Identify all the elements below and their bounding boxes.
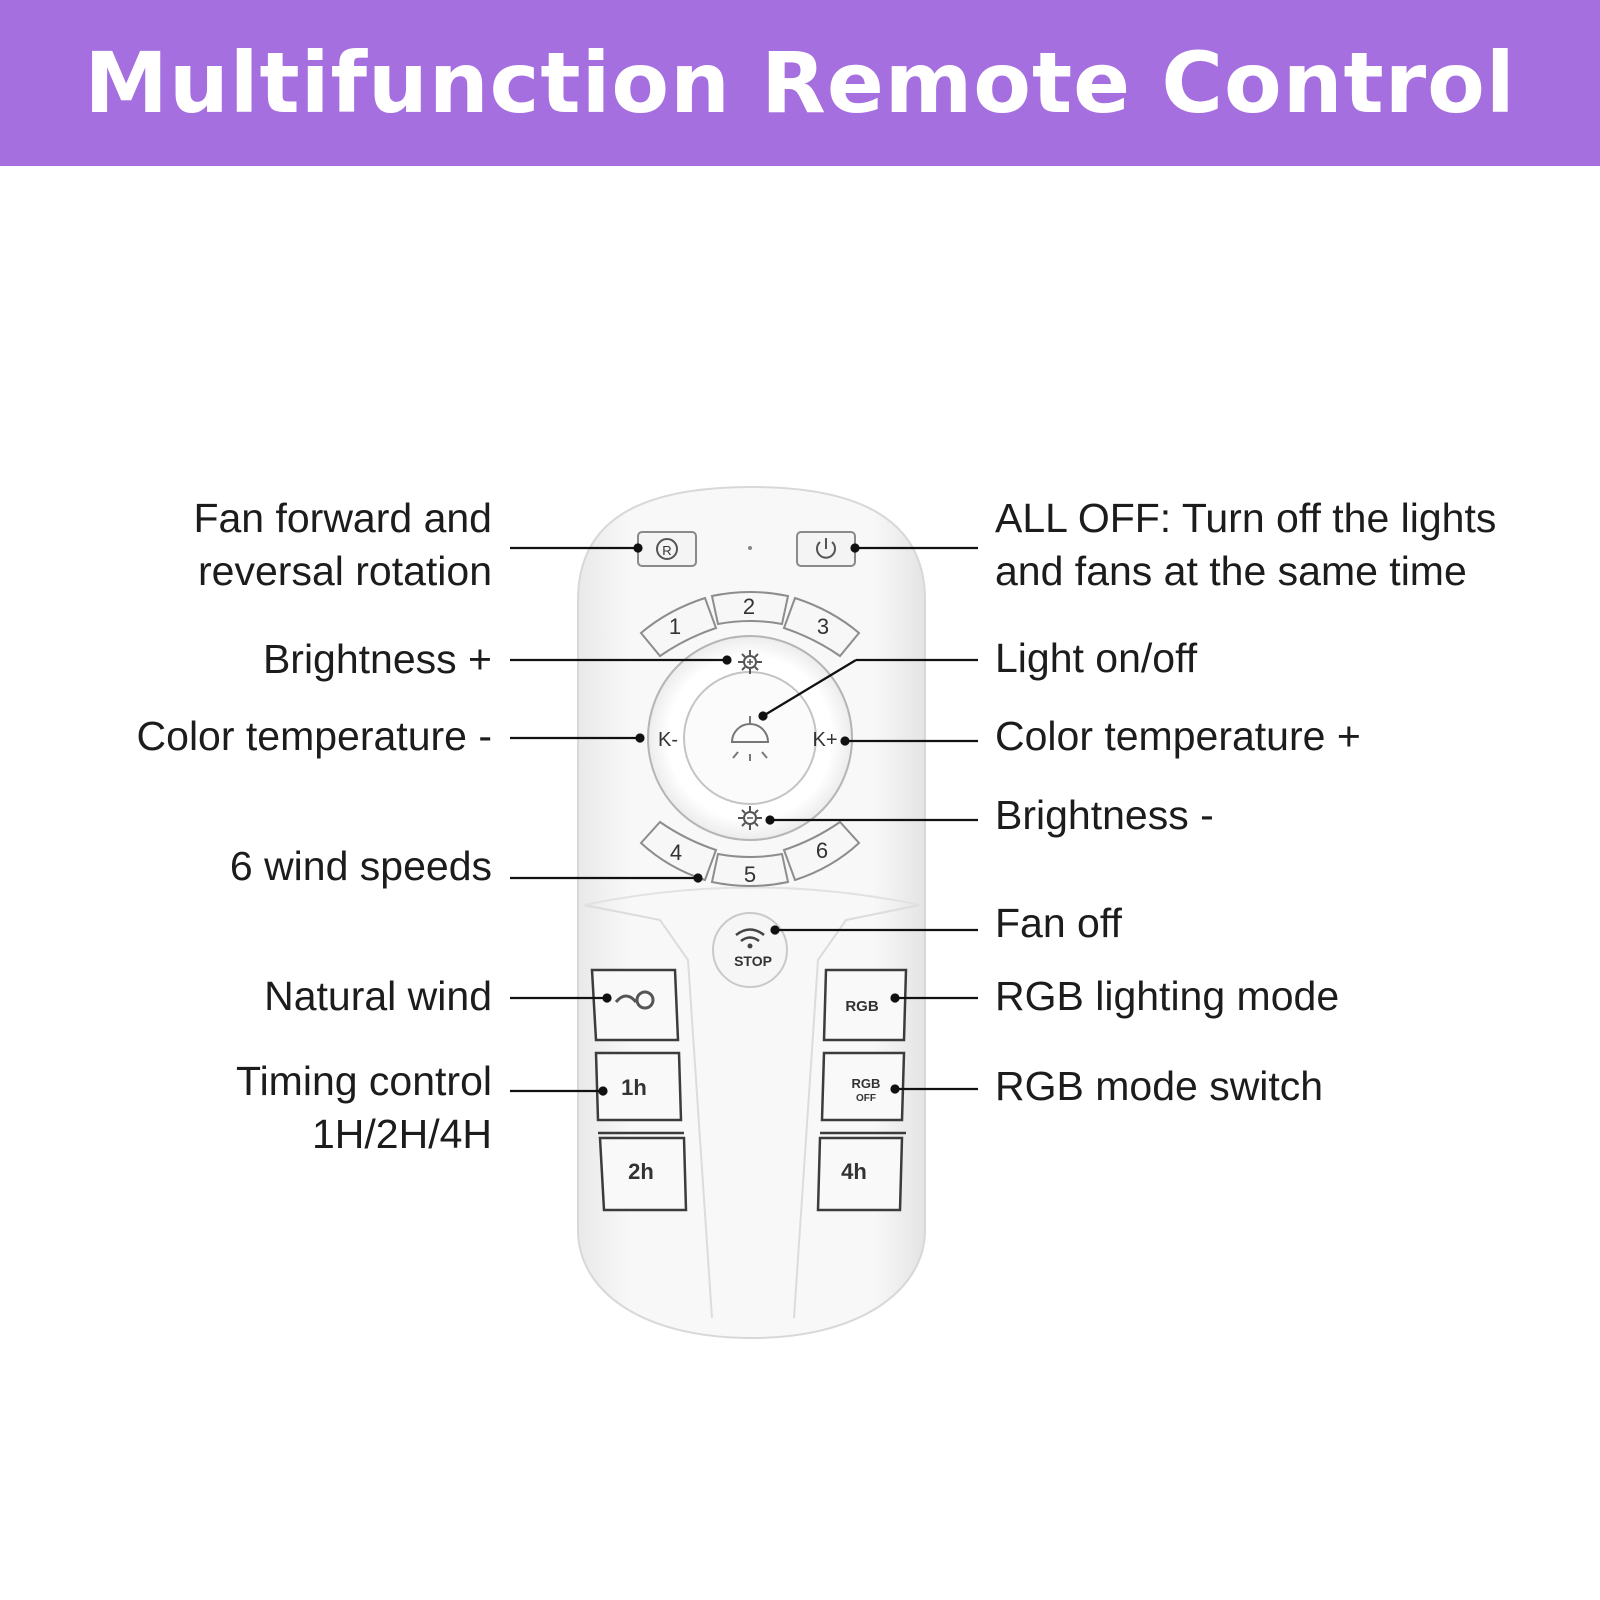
label-wind-speeds: 6 wind speeds	[229, 843, 492, 889]
svg-text:1h: 1h	[621, 1075, 647, 1100]
all-off-button[interactable]	[796, 531, 856, 567]
fan-off-button[interactable]: STOP	[712, 912, 788, 988]
page-title: Multifunction Remote Control	[84, 34, 1516, 132]
color-temp-up-button[interactable]: K+	[812, 729, 837, 751]
timer-2h-button[interactable]: 2h	[598, 1136, 688, 1212]
label-rgb-lighting: RGB lighting mode	[995, 973, 1340, 1019]
speed-button-2[interactable]: 2	[710, 591, 790, 626]
label-color-temp-up: Color temperature +	[995, 713, 1361, 759]
leader-lines	[510, 543, 978, 1096]
svg-text:3: 3	[817, 614, 829, 639]
label-brightness-down: Brightness -	[995, 792, 1214, 838]
svg-text:5: 5	[744, 862, 756, 887]
svg-text:STOP: STOP	[734, 953, 772, 969]
brightness-up-icon[interactable]	[738, 650, 762, 674]
rgb-lighting-button[interactable]: RGB	[822, 968, 908, 1042]
svg-text:4: 4	[670, 840, 682, 865]
natural-wind-button[interactable]	[590, 968, 680, 1042]
speed-button-3[interactable]: 3	[782, 596, 861, 658]
timer-1h-button[interactable]: 1h	[594, 1051, 683, 1122]
rgb-mode-switch-button[interactable]: RGB OFF	[820, 1051, 906, 1122]
brightness-down-icon[interactable]	[738, 806, 762, 830]
reverse-rotation-button[interactable]: R	[637, 531, 697, 567]
label-natural-wind: Natural wind	[264, 973, 492, 1019]
speed-button-1[interactable]: 1	[639, 596, 718, 658]
svg-text:2: 2	[743, 594, 755, 619]
svg-text:2h: 2h	[628, 1159, 654, 1184]
speed-button-4[interactable]: 4	[639, 820, 718, 882]
svg-text:R: R	[662, 543, 671, 558]
label-light-onoff: Light on/off	[995, 635, 1198, 681]
speed-button-6[interactable]: 6	[782, 820, 861, 882]
svg-text:RGB: RGB	[852, 1076, 881, 1091]
timer-4h-button[interactable]: 4h	[816, 1136, 904, 1212]
label-timing: Timing control 1H/2H/4H	[236, 1058, 492, 1157]
speed-button-5[interactable]: 5	[710, 852, 790, 887]
svg-text:6: 6	[816, 838, 828, 863]
svg-text:1: 1	[669, 614, 681, 639]
header-banner: Multifunction Remote Control	[0, 0, 1600, 166]
reverse-rotation-icon	[656, 538, 678, 560]
label-all-off: ALL OFF: Turn off the lights and fans at…	[995, 495, 1497, 594]
light-bulb-icon	[730, 716, 770, 761]
label-fan-reverse: Fan forward and reversal rotation	[193, 495, 492, 594]
label-brightness-up: Brightness +	[262, 636, 492, 682]
color-temp-down-button[interactable]: K-	[658, 729, 678, 751]
svg-text:RGB: RGB	[845, 998, 879, 1015]
label-fan-off: Fan off	[995, 900, 1122, 946]
power-icon	[816, 538, 836, 559]
natural-wind-icon	[614, 990, 655, 1010]
fan-stop-icon	[735, 928, 765, 949]
svg-text:OFF: OFF	[856, 1093, 876, 1104]
label-color-temp-down: Color temperature -	[136, 713, 492, 759]
svg-text:4h: 4h	[841, 1159, 867, 1184]
label-rgb-switch: RGB mode switch	[995, 1063, 1324, 1109]
light-toggle-button[interactable]	[683, 671, 817, 805]
